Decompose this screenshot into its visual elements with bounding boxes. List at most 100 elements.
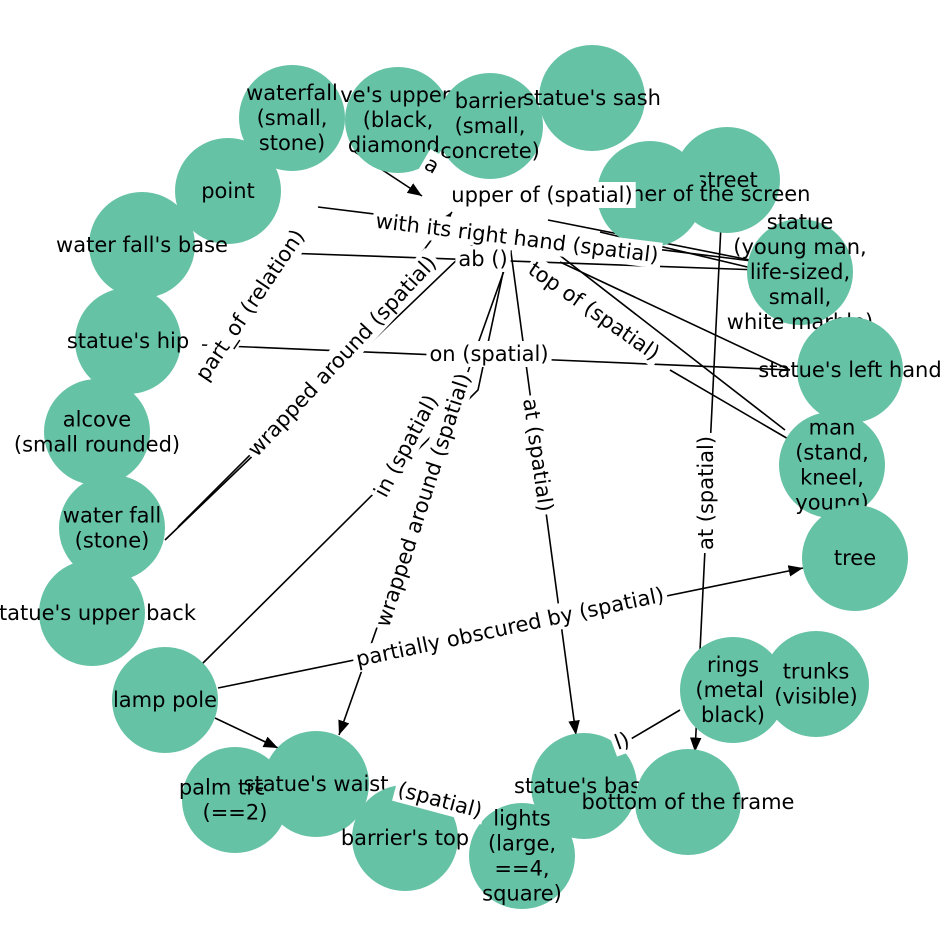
edge-label-text: at (spatial) — [518, 397, 558, 513]
node-circle — [263, 731, 369, 837]
node-circle — [802, 505, 908, 611]
edge-label-background — [608, 725, 636, 757]
node-label: (small, — [455, 114, 526, 138]
node-circle — [531, 733, 637, 839]
edge-label-e3: ab () — [455, 246, 511, 272]
node-circle — [345, 67, 451, 173]
node-label: tree — [834, 546, 876, 570]
node-label: trunks — [783, 660, 850, 684]
node-point: point — [175, 138, 281, 244]
node-statue-upper-back: statue's upper back — [0, 560, 197, 666]
node-label: lamp pole — [113, 688, 217, 712]
node-circle — [39, 560, 145, 666]
node-label: alcove — [63, 408, 131, 432]
node-statue-sash: statue's sash — [523, 45, 661, 151]
edge-label-e15: a — [417, 149, 447, 181]
node-label: (small, — [257, 106, 328, 130]
node-label: lights — [493, 807, 550, 831]
edge-label-background — [520, 254, 668, 368]
node-waterfall: waterfall(small,stone) — [239, 65, 345, 171]
edge-label-e14: l) — [608, 725, 636, 757]
node-circle — [635, 749, 741, 855]
node-water-fall-base: water fall's base — [56, 192, 228, 298]
nodes-layer: alcove's upper wall(black,diamond)waterf… — [0, 45, 942, 909]
edge-label-background — [240, 248, 444, 464]
node-circle — [352, 785, 458, 891]
edge-label-e10: at (spatial) — [516, 393, 560, 517]
node-label: rings — [707, 653, 759, 677]
node-label: small, — [769, 285, 832, 309]
node-circle — [469, 803, 575, 909]
node-label: statue's hip — [67, 329, 189, 353]
node-label: water fall's base — [56, 233, 228, 257]
edge-label-text: at (spatial) — [694, 436, 718, 550]
node-label: statue — [767, 210, 834, 234]
node-statue-waist: statue's waist — [244, 731, 389, 837]
node-circle — [539, 45, 645, 151]
node-label: street — [696, 168, 757, 192]
node-label: (large, — [488, 832, 556, 856]
node-label: bottom of the frame — [582, 790, 795, 814]
node-label: concrete) — [440, 139, 540, 163]
edge-label-background — [448, 182, 636, 208]
node-statue-left-hand: statue's left hand — [758, 317, 942, 423]
edge-label-background — [392, 775, 488, 825]
node-barrier-top: barrier's top — [341, 785, 469, 891]
node-label: statue's waist — [244, 772, 389, 796]
edge-e13 — [214, 717, 279, 749]
edge-label-e5: upper of (spatial) — [448, 182, 636, 208]
node-circle — [44, 379, 150, 485]
node-label: stone) — [259, 131, 325, 155]
node-circle — [747, 219, 853, 325]
edge-label-background — [350, 580, 670, 674]
node-circle — [437, 73, 543, 179]
node-label: (==2) — [203, 801, 268, 825]
edge-label-background — [455, 246, 511, 272]
node-tree: tree — [802, 505, 908, 611]
edge-label-background — [426, 341, 552, 367]
node-label: statue's left hand — [758, 358, 941, 382]
node-label: water fall — [63, 504, 161, 528]
edge-label-background — [368, 367, 478, 633]
node-label: ==4, — [494, 857, 549, 881]
node-label: barrier — [455, 89, 526, 113]
node-statue-base: statue's base — [514, 733, 654, 839]
node-circle — [680, 637, 786, 743]
edge-label-background — [366, 387, 446, 505]
node-label: square) — [482, 882, 562, 906]
node-circle — [59, 475, 165, 581]
node-circle — [75, 288, 181, 394]
edge-labels-layer: part_of (relation)with its right hand (s… — [188, 149, 719, 825]
edge-label-text: ab () — [458, 247, 507, 271]
edge-label-background — [516, 393, 560, 517]
node-rings: rings(metal,black) — [680, 637, 786, 743]
node-label: (small rounded) — [14, 433, 180, 457]
node-circle — [175, 138, 281, 244]
node-label: (black, — [363, 108, 434, 132]
edge-label-background — [188, 221, 313, 389]
node-label: barrier's top — [341, 826, 469, 850]
node-lights: lights(large,==4,square) — [469, 803, 575, 909]
node-label: (metal, — [695, 678, 770, 702]
edge-label-text: upper of (spatial) — [451, 183, 632, 207]
node-circle — [597, 141, 703, 247]
edge-e3 — [284, 252, 761, 271]
node-label: kneel, — [800, 466, 864, 490]
node-label: point — [201, 179, 255, 203]
edge-label-background — [417, 149, 447, 181]
edge-label-e6: on (spatial) — [426, 341, 552, 367]
node-barrier: barrier(small,concrete) — [437, 73, 543, 179]
edge-label-background — [693, 432, 719, 554]
node-label: man — [809, 416, 856, 440]
node-label: statue's base — [514, 774, 654, 798]
node-label: statue's sash — [523, 86, 661, 110]
node-statue: statue(young man,life-sized,small,white … — [727, 210, 873, 334]
edge-label-background — [371, 207, 663, 269]
node-bottom-frame: bottom of the frame — [582, 749, 795, 855]
node-circle — [89, 192, 195, 298]
node-label: waterfall — [246, 81, 338, 105]
node-circle — [763, 631, 869, 737]
node-label: (stand, — [795, 441, 869, 465]
node-label: black) — [701, 703, 765, 727]
